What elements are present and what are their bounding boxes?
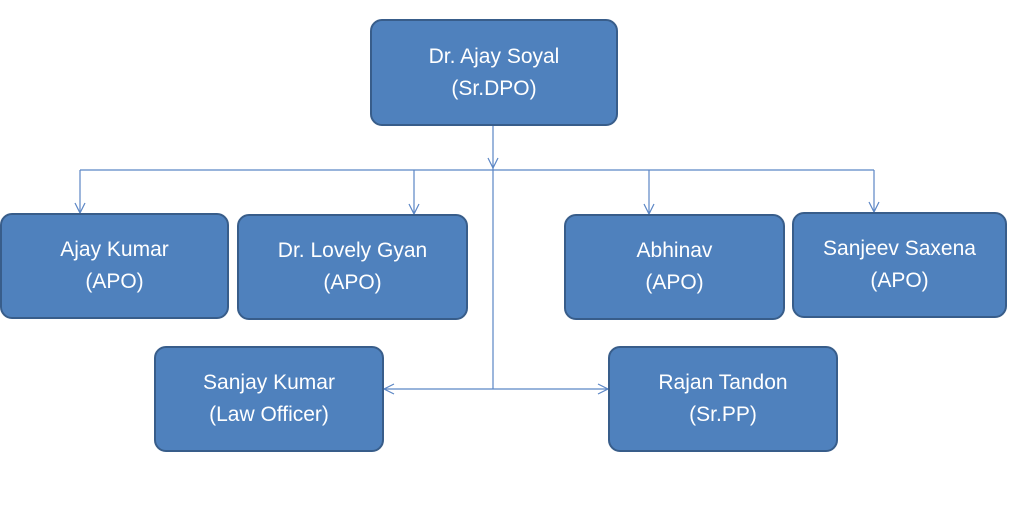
node-name: Rajan Tandon <box>658 371 788 394</box>
node-role: (Sr.PP) <box>689 403 757 426</box>
node-role: (APO) <box>645 271 704 294</box>
node-role: (APO) <box>85 270 144 293</box>
node-sanjeev-saxena: Sanjeev Saxena (APO) <box>792 212 1007 318</box>
node-name: Abhinav <box>636 239 713 262</box>
node-ajay-kumar: Ajay Kumar (APO) <box>0 213 229 319</box>
node-name: Sanjay Kumar <box>203 371 335 394</box>
arrowhead-trunk <box>487 157 499 170</box>
node-name: Dr. Lovely Gyan <box>277 239 428 262</box>
node-role: (Law Officer) <box>209 403 329 426</box>
node-rajan-tandon: Rajan Tandon (Sr.PP) <box>608 346 838 452</box>
node-name: Dr. Ajay Soyal <box>428 44 560 68</box>
node-name: Sanjeev Saxena <box>823 237 976 260</box>
node-abhinav: Abhinav (APO) <box>564 214 785 320</box>
node-ajay-soyal: Dr. Ajay Soyal (Sr.DPO) <box>370 19 618 126</box>
arrowhead-sanjay <box>382 383 395 395</box>
node-role: (APO) <box>870 269 929 292</box>
node-role: (APO) <box>323 271 382 294</box>
node-name: Ajay Kumar <box>60 238 169 261</box>
node-sanjay-kumar: Sanjay Kumar (Law Officer) <box>154 346 384 452</box>
node-role: (Sr.DPO) <box>451 76 537 100</box>
node-lovely-gyan: Dr. Lovely Gyan (APO) <box>237 214 468 320</box>
